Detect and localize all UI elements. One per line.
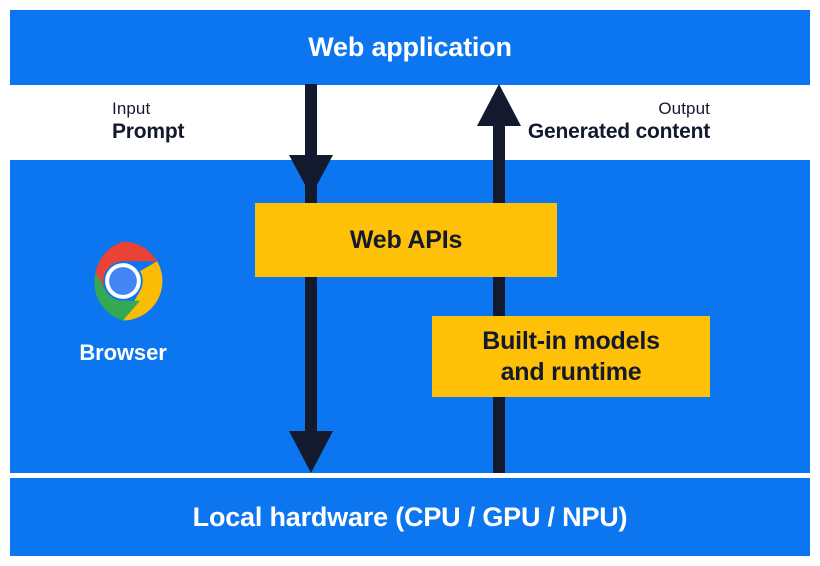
chrome-logo-icon xyxy=(94,241,163,321)
box-web-apis: Web APIs xyxy=(255,203,557,277)
box-built-in-models: Built-in models and runtime xyxy=(432,316,710,397)
output-value: Generated content xyxy=(527,120,710,144)
output-kicker: Output xyxy=(658,99,710,118)
input-kicker: Input xyxy=(112,99,151,118)
browser-label: Browser xyxy=(79,340,167,365)
box-built-in-models-line2: and runtime xyxy=(500,357,642,386)
band-web-application-label: Web application xyxy=(308,32,512,62)
box-built-in-models-label: Built-in models and runtime xyxy=(482,326,660,387)
output-flow-label: Output Generated content xyxy=(528,99,710,144)
band-web-application: Web application xyxy=(10,10,810,85)
input-flow-label: Input Prompt xyxy=(112,99,185,144)
input-value: Prompt xyxy=(112,120,185,144)
band-local-hardware-label: Local hardware (CPU / GPU / NPU) xyxy=(192,501,628,532)
browser-identity: Browser xyxy=(55,238,191,366)
box-web-apis-label: Web APIs xyxy=(349,225,463,254)
box-built-in-models-line1: Built-in models xyxy=(482,327,660,355)
band-local-hardware: Local hardware (CPU / GPU / NPU) xyxy=(10,478,810,556)
